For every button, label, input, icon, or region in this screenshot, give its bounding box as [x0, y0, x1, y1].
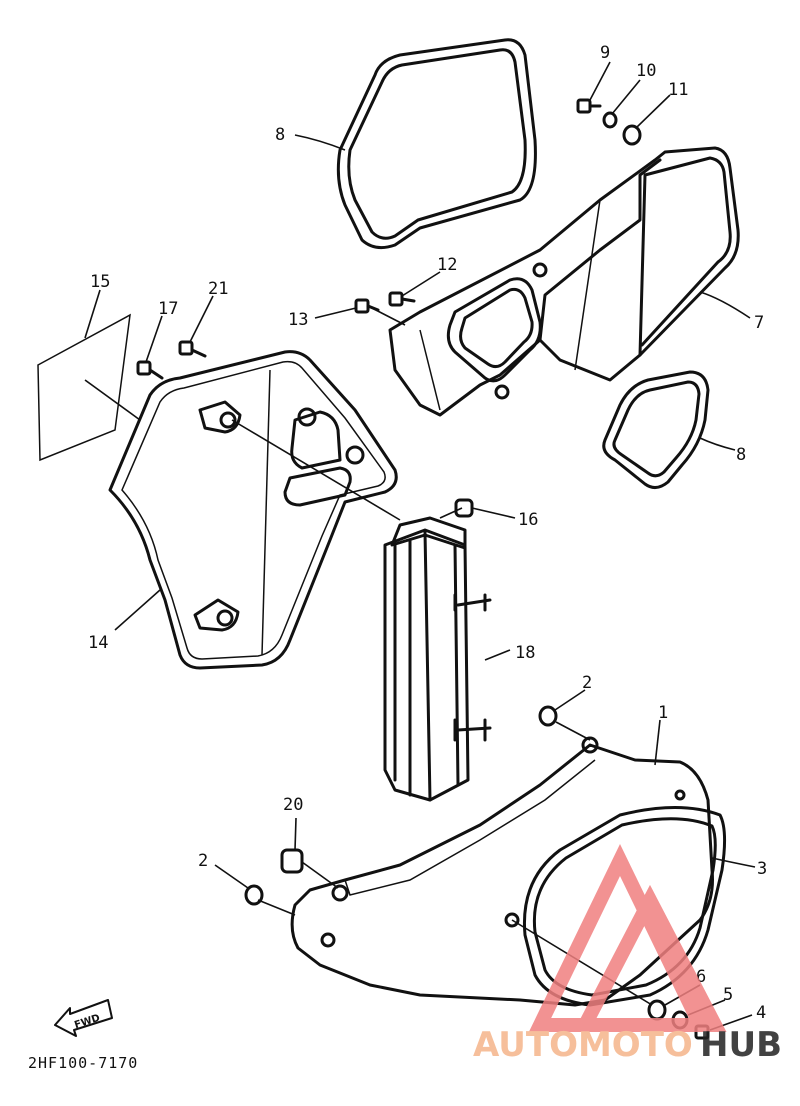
part-14-bolt — [354, 298, 380, 314]
callout-8-label: 8 — [736, 445, 746, 465]
callout-7: 7 — [754, 313, 764, 333]
part-16-decal — [37, 313, 131, 462]
part-code: 2HF100-7170 — [28, 1054, 138, 1072]
part-2-grommet-upper — [538, 705, 558, 727]
callout-4: 4 — [756, 1003, 766, 1023]
part-3-gasket — [522, 806, 727, 1007]
callout-15: 14 — [88, 633, 108, 653]
callout-11: 10 — [636, 61, 656, 81]
callout-17: 16 — [518, 510, 538, 530]
part-10-bolt — [576, 98, 602, 114]
callout-6: 6 — [696, 967, 706, 987]
part-9-gasket — [336, 38, 537, 250]
callout-3: 3 — [757, 859, 767, 879]
callout-14: 13 — [288, 310, 308, 330]
watermark-text-a: AUTOMOTO — [473, 1025, 693, 1065]
watermark: AUTOMOTO HUB — [473, 843, 782, 1065]
watermark-logo-icon — [528, 843, 727, 1032]
fwd-arrow: FWD — [54, 999, 113, 1037]
callout-20: 20 — [283, 795, 303, 815]
part-21-bolt — [178, 340, 207, 358]
part-13-bolt — [388, 291, 416, 307]
part-2-grommet-lower — [244, 884, 264, 906]
part-11-washer — [602, 111, 618, 129]
callout-5: 5 — [723, 985, 733, 1005]
callout-10: 9 — [600, 43, 610, 63]
callout-21: 21 — [208, 279, 228, 299]
callout-12: 11 — [668, 80, 688, 100]
part-1-side-cover — [290, 736, 714, 1007]
part-18-bolt — [136, 360, 164, 380]
callout-2-lower: 2 — [198, 851, 208, 871]
part-20-damper — [280, 848, 304, 874]
callout-13: 12 — [437, 255, 457, 275]
callout-labels: 9 10 11 8 12 13 15 17 21 7 8 8 16 18 14 … — [88, 43, 767, 1023]
part-7-side-panel — [388, 146, 740, 417]
part-8-gasket — [602, 370, 710, 489]
part-17-clip — [454, 498, 474, 518]
part-19-insulator — [383, 516, 492, 802]
callout-19: 18 — [515, 643, 535, 663]
part-12-grommet — [622, 124, 642, 146]
watermark-text-b: HUB — [700, 1025, 782, 1065]
callout-2-upper: 2 — [582, 673, 592, 693]
callout-9: 8 — [275, 125, 285, 145]
part-15-side-panel — [108, 350, 398, 670]
callout-1: 1 — [658, 703, 668, 723]
leader-lines — [84, 61, 756, 1031]
callout-18: 17 — [158, 299, 178, 319]
callout-16: 15 — [90, 272, 110, 292]
